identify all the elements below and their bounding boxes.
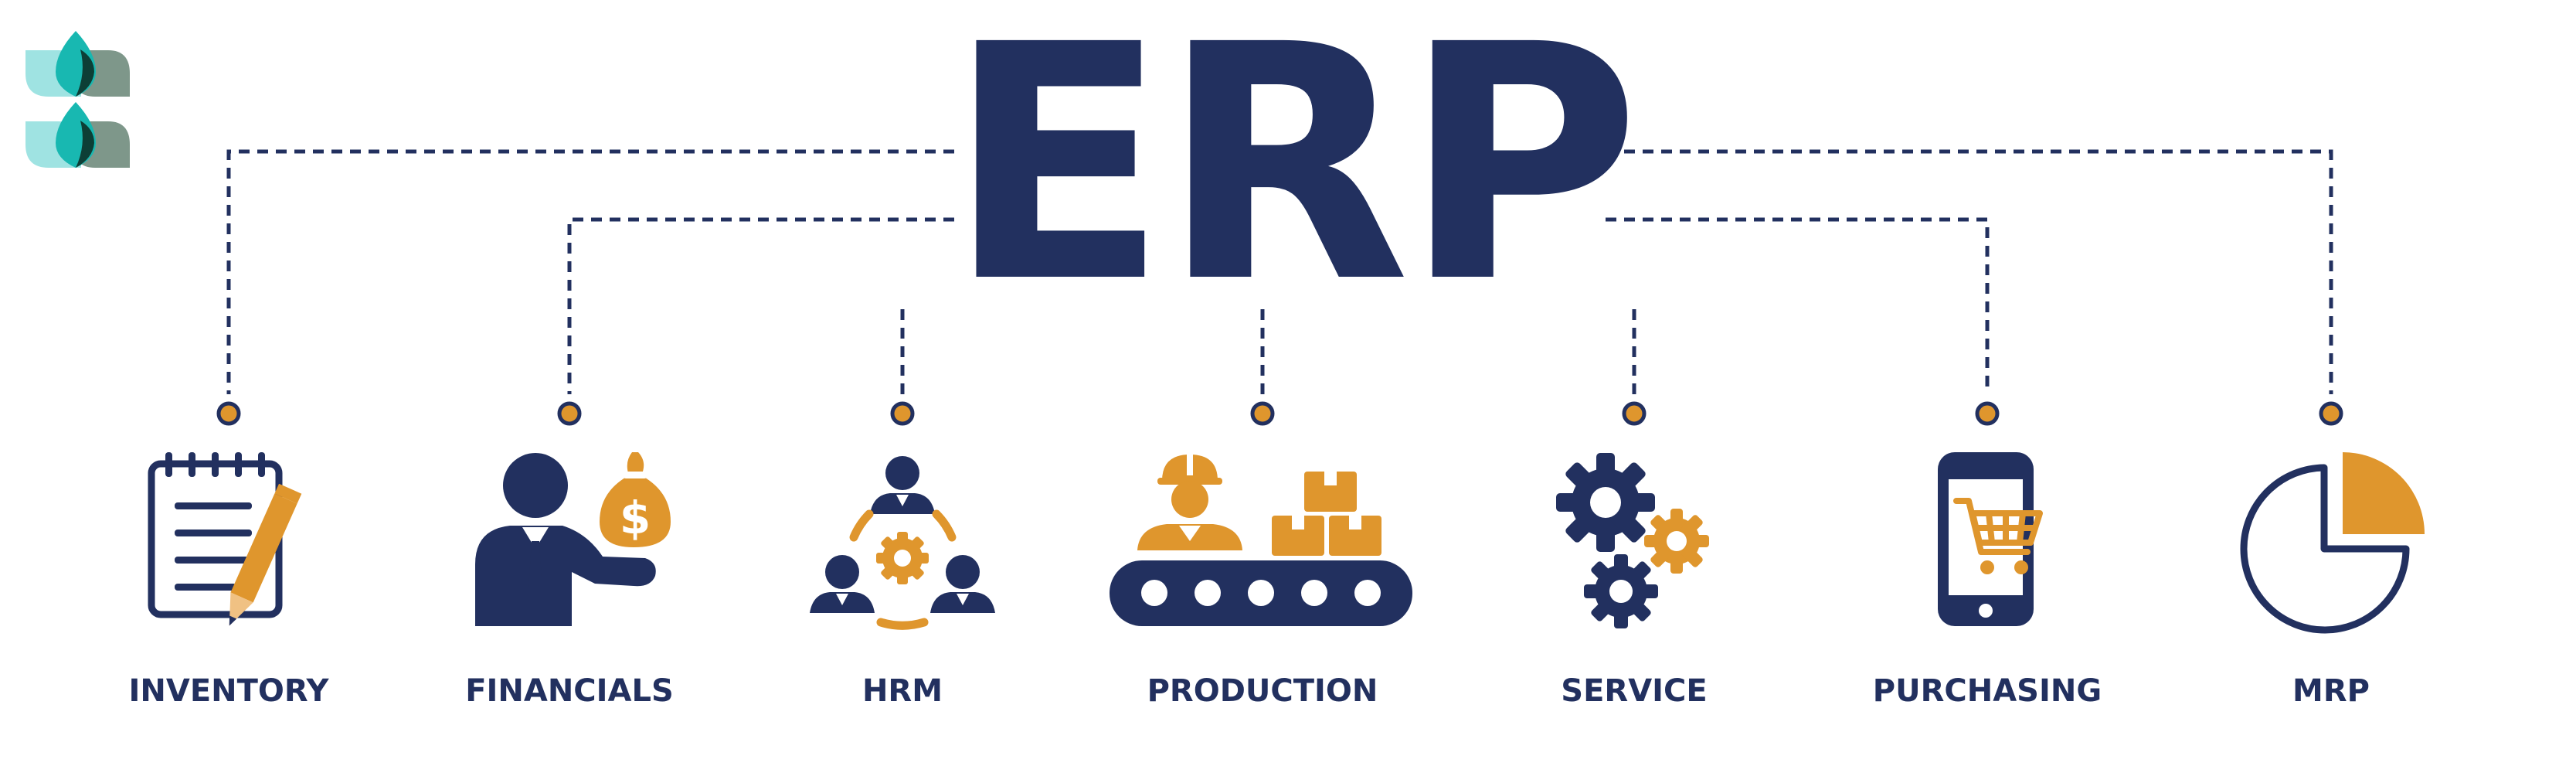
module-label-mrp: MRP [2292,673,2370,709]
module-label-hrm: HRM [862,673,943,709]
connector-purchasing [1606,217,1990,394]
connector-lines [226,149,2333,394]
leaf-logo-icon [25,31,130,168]
notepad-pencil-icon [148,452,302,626]
connector-dots [216,401,2343,426]
businessman-money-bag-icon: $ [475,452,671,626]
page-title: ERP [946,0,1633,354]
gears-icon [1556,453,1709,628]
module-label-inventory: INVENTORY [129,673,330,709]
connector-inventory [226,149,954,394]
module-labels: INVENTORY FINANCIALS HRM PRODUCTION SERV… [129,673,2370,709]
pie-chart-icon [2240,452,2425,634]
module-label-financials: FINANCIALS [465,673,674,709]
connector-dot [890,401,915,426]
connector-dot [2319,401,2343,426]
connector-financials [567,217,954,394]
connector-dot [1622,401,1647,426]
connector-mrp [1606,149,2333,394]
phone-cart-icon [1938,452,2043,626]
svg-text:$: $ [620,492,651,544]
connector-dot [1975,401,2000,426]
module-label-production: PRODUCTION [1147,673,1378,709]
connector-dot [1250,401,1275,426]
module-label-service: SERVICE [1561,673,1707,709]
people-gear-cycle-icon [810,456,995,630]
worker-conveyor-boxes-icon [1110,452,1412,626]
connector-dot [557,401,582,426]
connector-dot [216,401,241,426]
module-label-purchasing: PURCHASING [1873,673,2102,709]
